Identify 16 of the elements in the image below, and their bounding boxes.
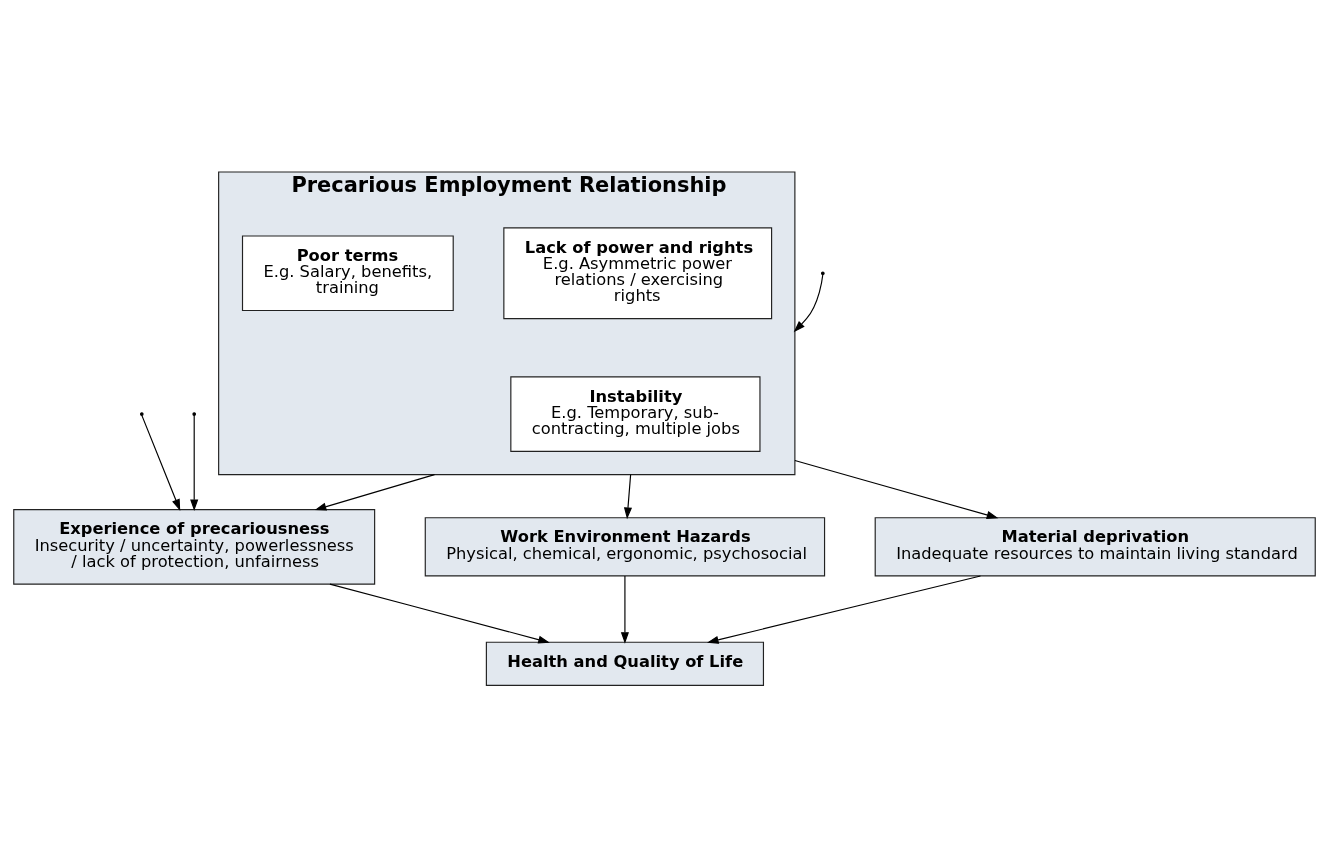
arrow xyxy=(623,473,633,519)
arrow xyxy=(706,574,982,644)
arrow xyxy=(794,459,999,519)
arrow xyxy=(190,414,199,511)
node-box: Work Environment Hazards Physical, chemical, ergonomic, psychosocial xyxy=(424,516,826,576)
arrow xyxy=(620,574,629,644)
node-box: Health and Quality of Life xyxy=(485,641,765,686)
arrow xyxy=(141,414,181,511)
arrow xyxy=(314,473,436,511)
node-box: Instability E.g. Temporary, sub-contracting, multiple jobs xyxy=(510,375,761,452)
node-box: Material deprivation Inadequate resources to maintain living standard xyxy=(874,516,1316,576)
node-box: Poor terms E.g. Salary, benefits, training xyxy=(241,234,454,311)
node-box: Experience of precariousness Insecurity / uncertainty, powerlessness / lack of protection, unfairness xyxy=(13,508,376,585)
node-box: Lack of power and rights E.g. Asymmetric power relations / exercising rights xyxy=(503,226,773,319)
arrow xyxy=(793,273,824,332)
arrow xyxy=(329,583,550,644)
